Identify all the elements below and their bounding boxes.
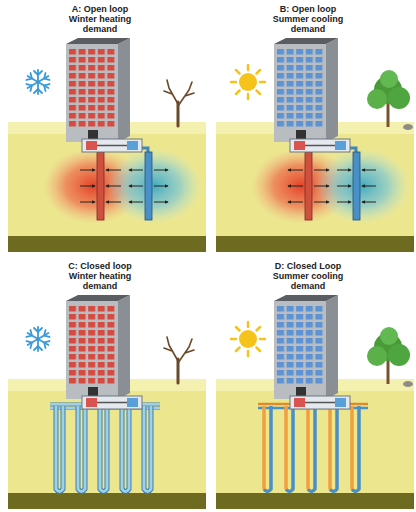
ground — [216, 122, 414, 252]
bare-tree — [164, 80, 194, 126]
flow-arrows — [80, 170, 168, 202]
flow-arrows — [288, 170, 376, 202]
building — [274, 38, 338, 142]
building — [66, 295, 130, 399]
ground — [8, 379, 206, 509]
panel-d — [216, 295, 414, 509]
snowflake-symbol — [26, 327, 51, 351]
panel-title: C: Closed loop Winter heating demand — [59, 261, 141, 291]
snowflake-symbol — [26, 70, 51, 94]
building — [66, 38, 130, 142]
panel-title: B: Open loop Summer cooling demand — [267, 4, 349, 34]
sun-symbol — [231, 65, 265, 99]
panel-title: D: Closed Loop Summer cooling demand — [267, 261, 349, 291]
plant-room — [290, 396, 350, 409]
plant-room — [82, 396, 142, 409]
green-tree — [367, 327, 413, 387]
panel-b — [216, 38, 414, 252]
panel-a — [8, 38, 206, 252]
bare-tree — [164, 337, 194, 383]
plant-room — [82, 139, 142, 152]
open-loop — [43, 148, 202, 224]
open-loop — [251, 148, 410, 224]
closed-loop — [50, 404, 160, 492]
closed-loop — [258, 404, 368, 492]
panel-title: A: Open loop Winter heating demand — [59, 4, 141, 34]
ground — [216, 379, 414, 509]
plant-room — [290, 139, 350, 152]
building — [274, 295, 338, 399]
green-tree — [367, 70, 413, 130]
ground — [8, 122, 206, 252]
panel-c — [8, 295, 206, 509]
sun-symbol — [231, 322, 265, 356]
